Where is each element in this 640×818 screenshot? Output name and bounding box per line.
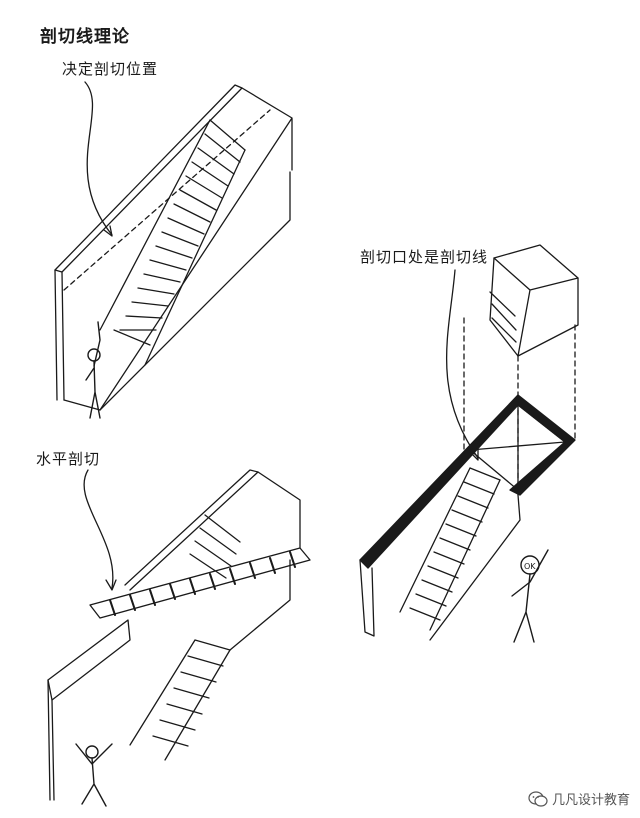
stair-sketch-cut-position	[55, 82, 292, 410]
person-figure-ok	[512, 550, 548, 642]
watermark: 几凡设计教育	[528, 789, 630, 808]
person-figure-top	[86, 322, 100, 418]
label-horizontal-cut: 水平剖切	[36, 450, 101, 468]
person-figure-bottom	[76, 744, 112, 806]
stair-sketch-horizontal-cut	[48, 470, 310, 800]
label-cut-position: 决定剖切位置	[62, 60, 159, 78]
label-cut-line: 剖切口处是剖切线	[360, 248, 489, 266]
page-title: 剖切线理论	[40, 27, 130, 47]
watermark-text: 几凡设计教育	[551, 793, 630, 808]
ok-figure-text: OK	[524, 562, 536, 571]
stair-sketch-cut-line	[360, 245, 578, 640]
wechat-icon	[528, 790, 548, 807]
